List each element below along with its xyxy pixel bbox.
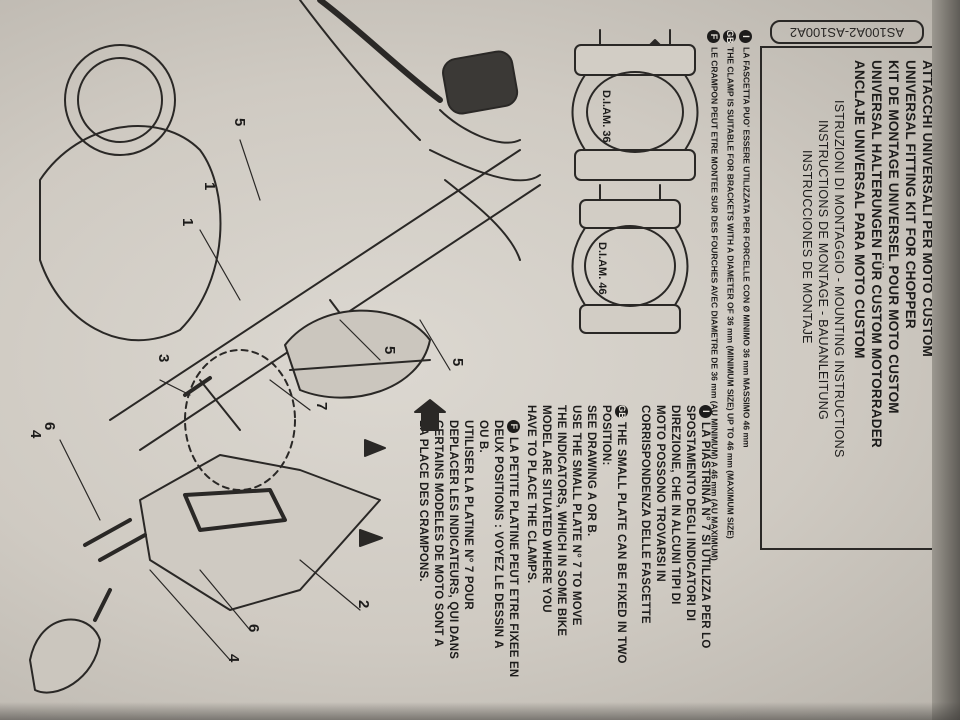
clamp-diagram-36 xyxy=(571,29,699,181)
arrow-right-icon xyxy=(364,439,386,457)
part-number-2: 2 xyxy=(355,600,372,609)
headlight xyxy=(284,309,431,399)
gauge xyxy=(64,44,176,156)
part-number-1b: 1 xyxy=(179,218,196,227)
bolts xyxy=(83,376,212,562)
part-number-5b: 5 xyxy=(381,346,398,355)
part-number-4a: 4 xyxy=(225,654,242,663)
part-number-1a: 1 xyxy=(201,182,218,191)
part-number-5a: 5 xyxy=(231,118,248,127)
plate-detail-circle xyxy=(184,349,296,491)
arrow-right-icon xyxy=(359,529,383,547)
bracket-plate xyxy=(139,454,381,611)
fuel-tank xyxy=(39,125,222,342)
arrow-up-icon xyxy=(414,399,446,431)
part-number-4b: 4 xyxy=(27,430,44,439)
bottom-shadow xyxy=(0,702,960,720)
part-number-5c: 5 xyxy=(449,358,466,367)
clamp-diagram-46 xyxy=(571,184,689,334)
tank-trim xyxy=(317,0,443,103)
leader-lines xyxy=(59,139,451,661)
clamp-label-46: D.I.AM. 46 xyxy=(596,242,608,295)
tank-outline xyxy=(299,0,421,141)
clamp-label-36: D.I.AM. 36 xyxy=(600,90,612,143)
part-number-7: 7 xyxy=(313,402,330,411)
indicator-lamp xyxy=(29,588,112,694)
handlebar-grip xyxy=(429,50,541,261)
part-number-3: 3 xyxy=(155,354,172,363)
page-edge-shadow xyxy=(932,0,960,720)
part-number-6a: 6 xyxy=(245,624,262,633)
